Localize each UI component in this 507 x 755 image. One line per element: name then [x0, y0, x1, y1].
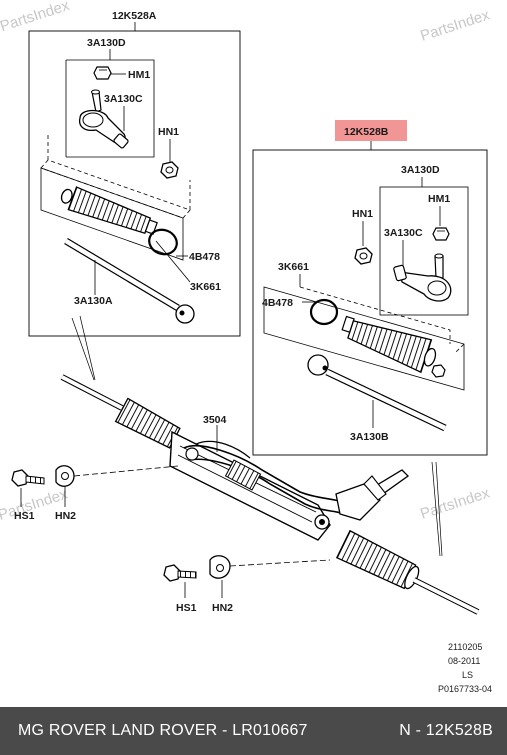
label-hs1-bottom: HS1	[176, 602, 197, 614]
bracket-hn2-bottom	[209, 555, 231, 579]
footer-brand: MG ROVER LAND ROVER - LR010667	[18, 722, 308, 739]
label-hn2-bottom: HN2	[212, 602, 233, 614]
clamp-4b478-right	[309, 298, 339, 326]
locknut-hn1-right	[354, 247, 373, 265]
label-3a130a: 3A130A	[74, 295, 113, 307]
label-hn1-left: HN1	[158, 126, 179, 138]
label-hn2-left: HN2	[55, 510, 76, 522]
label-3a130d-right: 3A130D	[401, 164, 440, 176]
label-hm1-right: HM1	[428, 193, 450, 205]
label-12k528b: 12K528B	[344, 126, 389, 138]
label-hm1-left: HM1	[128, 69, 150, 81]
bolt-hs1-left	[11, 469, 45, 487]
left-kit-frame	[28, 30, 241, 337]
tie-rod-end-right	[393, 253, 452, 302]
label-3k661-left: 3K661	[190, 281, 221, 293]
tie-rod-end-left	[78, 89, 129, 149]
watermark-top-left: PartsIndex	[0, 0, 72, 35]
label-hn1-right: HN1	[352, 208, 373, 220]
label-3a130d-left: 3A130D	[87, 37, 126, 49]
steering-gear-3504	[60, 374, 480, 615]
footer-bar: MG ROVER LAND ROVER - LR010667 N - 12K52…	[0, 707, 507, 755]
label-12k528a: 12K528A	[112, 10, 157, 22]
nut-small-right	[431, 364, 446, 378]
label-3504: 3504	[203, 414, 227, 426]
drawing-meta: 2110205 08-2011 LS P0167733-04	[438, 642, 492, 694]
right-kit-frame	[252, 149, 488, 456]
meta-date: 08-2011	[448, 656, 480, 666]
meta-model: LS	[462, 670, 473, 680]
nut-hm1-left	[93, 66, 112, 80]
label-hs1-left: HS1	[14, 510, 35, 522]
locknut-hn1-left	[160, 161, 179, 179]
right-kit-group: 12K528B 3A130D HM1 3A130C HN1 3K661	[252, 120, 488, 557]
meta-illustration-id: P0167733-04	[438, 684, 492, 694]
parts-diagram: PartsIndex PartsIndex PartsIndex PartsIn…	[0, 0, 492, 694]
label-3k661-right: 3K661	[278, 261, 309, 273]
boot-3k661-left	[60, 186, 158, 235]
clamp-4b478-left	[148, 228, 178, 256]
footer-reference: N - 12K528B	[399, 722, 493, 739]
inner-rod-3a130a	[64, 237, 195, 324]
left-kit-group: 12K528A 3A130D HM1 3A130C HN1	[28, 10, 241, 381]
highlight-12k528b	[335, 120, 407, 141]
watermark-top-right: PartsIndex	[418, 6, 492, 44]
bolt-hs1-bottom	[163, 564, 197, 582]
label-4b478-right: 4B478	[262, 297, 293, 309]
watermark-mid-right: PartsIndex	[418, 484, 492, 522]
label-3a130c-right: 3A130C	[384, 227, 423, 239]
bracket-hn2-left	[55, 465, 75, 487]
boot-3k661-right	[341, 315, 437, 374]
label-4b478-left: 4B478	[189, 251, 220, 263]
label-3a130c-left: 3A130C	[104, 93, 143, 105]
inner-rod-3a130b	[307, 354, 447, 432]
label-3a130b: 3A130B	[350, 431, 389, 443]
meta-code: 2110205	[448, 642, 482, 652]
nut-hm1-right	[432, 227, 450, 241]
